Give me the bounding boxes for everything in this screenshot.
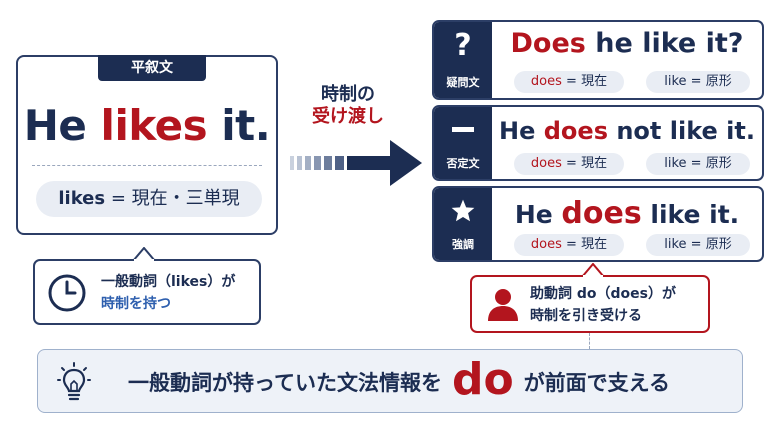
question-sentence: Does he like it? xyxy=(492,28,762,59)
summary-pre: 一般動詞が持っていた文法情報を xyxy=(128,371,442,395)
sentence-aux: Does xyxy=(510,28,586,59)
emphasis-card: 強調 He does like it. does = 現在 like = 原形 xyxy=(432,186,764,262)
callout-line2: 時制を引き受ける xyxy=(530,308,642,324)
card-label: 強調 xyxy=(452,238,474,251)
tense-pill: likes = 現在・三単現 xyxy=(36,181,262,217)
person-icon xyxy=(488,289,518,321)
sentence-part: it. xyxy=(207,101,271,150)
summary-post: が前面で支える xyxy=(523,371,671,395)
sentence-part: not like it. xyxy=(607,117,755,145)
star-icon xyxy=(434,194,492,228)
declarative-tag: 平叙文 xyxy=(98,55,206,81)
transfer-label-line1: 時制の xyxy=(321,84,375,105)
minus-icon xyxy=(434,113,492,147)
pill-word: likes xyxy=(58,188,106,209)
pill-word: does xyxy=(530,74,562,89)
question-side: ? 疑問文 xyxy=(434,22,492,98)
callout-text: 一般動詞（likes）が 時制を持つ xyxy=(101,271,235,315)
negative-side: 否定文 xyxy=(434,107,492,179)
verb-form-pill: like = 原形 xyxy=(646,71,750,93)
declarative-card: 平叙文 He likes it. likes = 現在・三単現 xyxy=(16,55,278,235)
summary-do: do xyxy=(451,353,514,405)
aux-tense-pill: does = 現在 xyxy=(514,153,624,175)
negative-sentence: He does not like it. xyxy=(492,117,762,145)
card-label: 疑問文 xyxy=(446,76,480,89)
pill-eq: = xyxy=(105,188,132,209)
emphasis-side: 強調 xyxy=(434,188,492,260)
pill-rest: = 現在 xyxy=(561,74,608,89)
verb-form-pill: like = 原形 xyxy=(646,234,750,256)
lightbulb-icon xyxy=(57,362,91,401)
sentence-aux: does xyxy=(543,117,608,145)
pill-value: 現在・三単現 xyxy=(131,188,240,209)
pill-rest: = 現在 xyxy=(561,156,608,171)
emphasis-sentence: He does like it. xyxy=(492,196,762,231)
sentence-part: He xyxy=(499,117,544,145)
question-card: ? 疑問文 Does he like it? does = 現在 like = … xyxy=(432,20,764,100)
transfer-label-line2: 受け渡し xyxy=(312,106,384,127)
pill-word: does xyxy=(530,156,562,171)
summary-banner: 一般動詞が持っていた文法情報を do が前面で支える xyxy=(37,349,743,413)
callout-line2: 時制を持つ xyxy=(101,296,171,312)
transfer-arrow-icon xyxy=(290,140,422,186)
callout-pointer xyxy=(582,263,604,277)
card-label: 否定文 xyxy=(446,157,480,170)
sentence-part: he like it? xyxy=(585,28,744,59)
auxiliary-callout: 助動詞 do（does）が 時制を引き受ける xyxy=(470,263,710,333)
connector-line xyxy=(589,333,590,349)
negative-card: 否定文 He does not like it. does = 現在 like … xyxy=(432,105,764,181)
sentence-part: He xyxy=(23,101,101,150)
pill-word: does xyxy=(530,237,562,252)
general-verb-callout: 一般動詞（likes）が 時制を持つ xyxy=(33,247,261,325)
callout-pointer xyxy=(133,247,155,261)
pill-rest: = 現在 xyxy=(561,237,608,252)
declarative-sentence: He likes it. xyxy=(18,101,276,150)
sentence-verb: likes xyxy=(100,101,208,150)
sentence-part: He xyxy=(514,200,562,229)
callout-line1: 助動詞 do（does）が xyxy=(530,286,676,302)
callout-text: 助動詞 do（does）が 時制を引き受ける xyxy=(530,283,676,327)
aux-tense-pill: does = 現在 xyxy=(514,234,624,256)
verb-form-pill: like = 原形 xyxy=(646,153,750,175)
divider xyxy=(32,165,262,166)
summary-text: 一般動詞が持っていた文法情報を do が前面で支える xyxy=(128,350,670,414)
sentence-part: like it. xyxy=(641,200,740,229)
callout-line1: 一般動詞（likes）が xyxy=(101,274,236,290)
sentence-aux: does xyxy=(561,196,642,231)
question-icon: ? xyxy=(454,27,472,63)
transfer-label: 時制の 受け渡し xyxy=(304,84,392,128)
clock-icon xyxy=(48,274,86,312)
aux-tense-pill: does = 現在 xyxy=(514,71,624,93)
